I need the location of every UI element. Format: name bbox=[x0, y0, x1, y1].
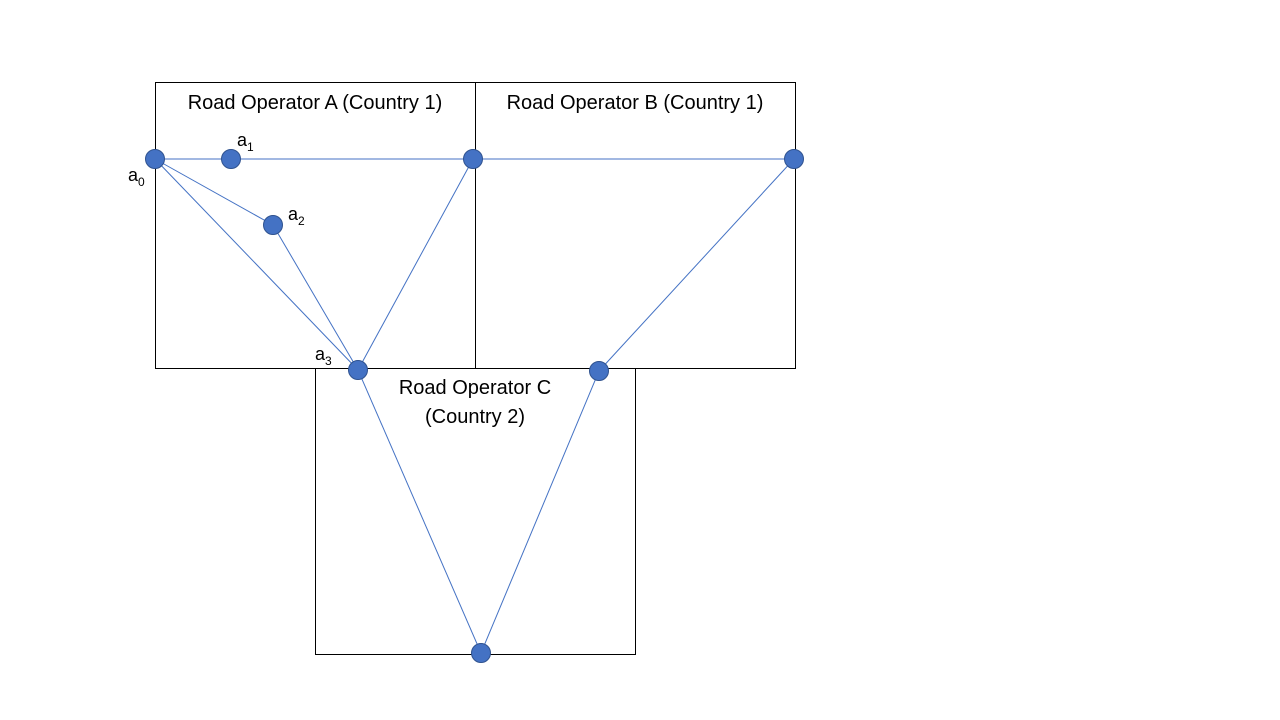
region-labels: Road Operator A (Country 1) Road Operato… bbox=[188, 92, 764, 428]
region-box-c bbox=[315, 368, 636, 655]
node-label-a1-sub: 1 bbox=[247, 140, 254, 154]
link-a0-a2 bbox=[154, 158, 274, 226]
node-c_bottom bbox=[471, 643, 491, 663]
link-a3-c_bottom bbox=[357, 369, 482, 654]
region-label-a: Road Operator A (Country 1) bbox=[188, 92, 443, 114]
node-labels: a0 a1 a2 a3 bbox=[128, 130, 332, 368]
link-a3-ab bbox=[357, 158, 474, 371]
node-a0 bbox=[145, 149, 165, 169]
region-box-b bbox=[475, 82, 796, 369]
region-label-c-line2: (Country 2) bbox=[425, 406, 525, 428]
node-label-a3: a3 bbox=[315, 344, 332, 368]
region-label-c: Road Operator C bbox=[399, 377, 551, 399]
link-a2-a3 bbox=[272, 224, 359, 371]
region-box-a bbox=[155, 82, 476, 369]
node-label-a2-base: a bbox=[288, 204, 299, 224]
node-label-a1-base: a bbox=[237, 130, 248, 150]
node-label-a2-sub: 2 bbox=[298, 214, 305, 228]
node-label-a0-base: a bbox=[128, 165, 139, 185]
node-b_right bbox=[784, 149, 804, 169]
node-ab bbox=[463, 149, 483, 169]
node-c_right bbox=[589, 361, 609, 381]
node-a2 bbox=[263, 215, 283, 235]
link-b_right-c_right bbox=[598, 158, 795, 372]
link-a0-a3 bbox=[154, 158, 359, 371]
node-label-a0: a0 bbox=[128, 165, 145, 189]
node-label-a0-sub: 0 bbox=[138, 175, 145, 189]
region-label-b: Road Operator B (Country 1) bbox=[507, 92, 764, 114]
node-label-a3-base: a bbox=[315, 344, 326, 364]
region-boxes bbox=[155, 82, 796, 655]
node-label-a1: a1 bbox=[237, 130, 254, 154]
links-layer bbox=[154, 158, 795, 654]
node-label-a2: a2 bbox=[288, 204, 305, 228]
node-a1 bbox=[221, 149, 241, 169]
link-c_right-c_bottom bbox=[480, 370, 600, 654]
nodes-layer bbox=[145, 149, 804, 663]
node-a3 bbox=[348, 360, 368, 380]
node-label-a3-sub: 3 bbox=[325, 354, 332, 368]
